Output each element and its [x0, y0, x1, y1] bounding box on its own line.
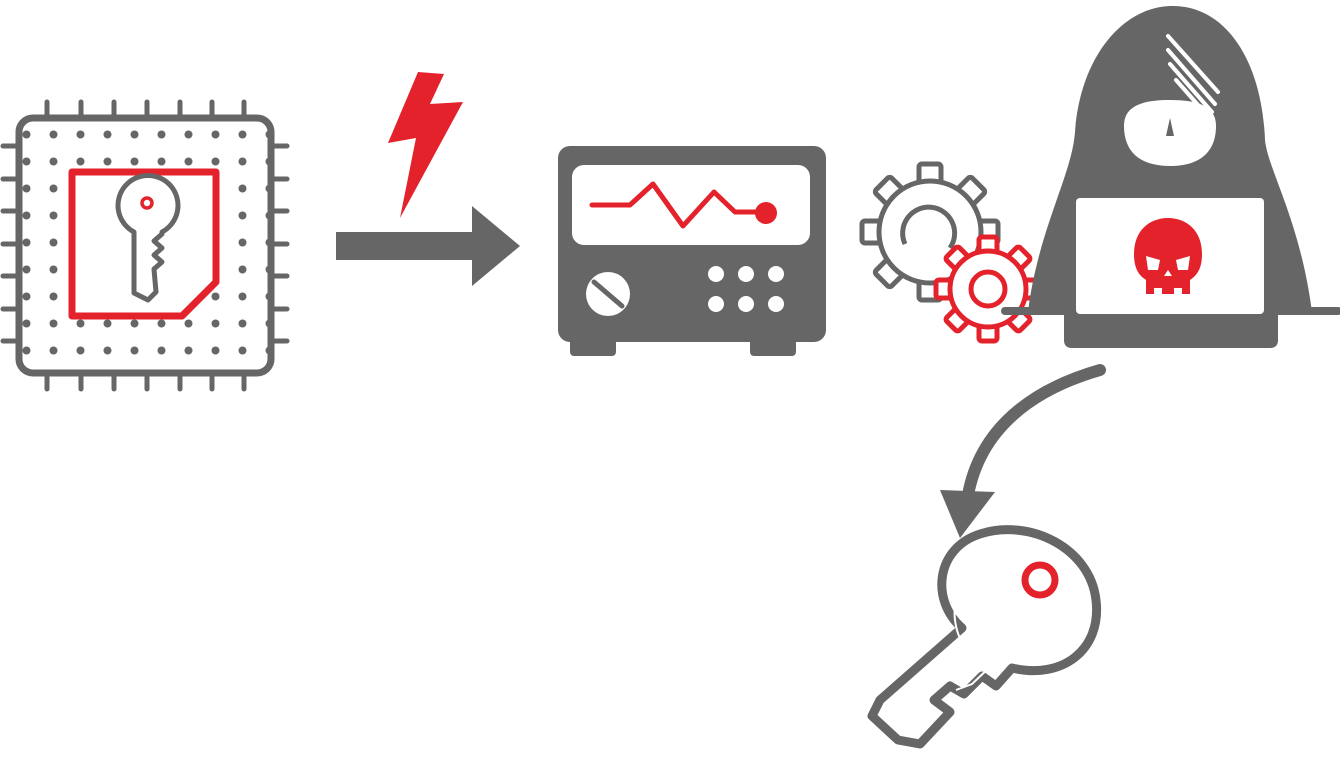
secure-enclave-outline — [68, 168, 220, 320]
instrument-knob — [586, 272, 630, 316]
instrument-buttons — [708, 266, 784, 312]
waveform-line — [589, 181, 769, 229]
red-gear — [933, 234, 1043, 344]
instrument-screen — [572, 165, 810, 245]
key-icon — [867, 525, 1102, 749]
right-arrow-icon — [336, 206, 520, 286]
chip-icon — [0, 99, 290, 392]
small-key-icon — [115, 173, 181, 303]
signal-analyzer-icon — [558, 146, 826, 356]
gears-icon — [859, 161, 1043, 344]
key-outline — [867, 525, 1102, 749]
skull-icon — [1134, 218, 1202, 294]
laptop-base — [1064, 314, 1278, 348]
curved-down-arrow-icon — [940, 364, 1106, 538]
hacker-nose — [1166, 118, 1174, 136]
key-hole — [1021, 561, 1059, 599]
lightning-bolt-icon — [388, 72, 463, 218]
waveform-end-dot — [755, 202, 777, 224]
hooded-hacker-laptop-icon — [1001, 5, 1340, 348]
hood-highlight — [1166, 34, 1220, 116]
